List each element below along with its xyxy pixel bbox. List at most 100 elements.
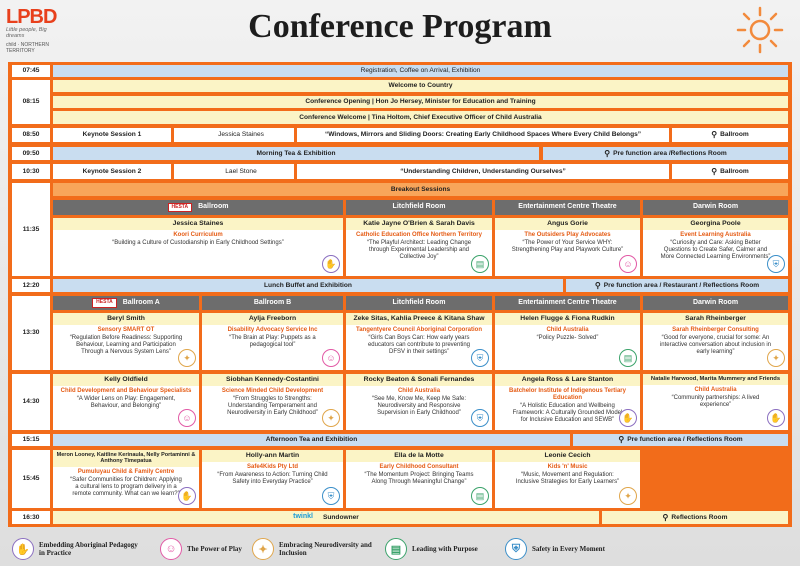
session-speaker: Ella de la Motte: [346, 450, 492, 463]
keynote-2-room: ⚲Ballroom: [672, 164, 788, 179]
legend-pedagogy: ✋ Embedding Aboriginal Pedagogy in Pract…: [12, 536, 142, 562]
safety-icon: ⛨: [767, 255, 785, 273]
session-org: Child Development and Behaviour Speciali…: [60, 388, 192, 395]
session-speaker: Helen Flugge & Fiona Rudkin: [495, 313, 640, 326]
neurodiversity-icon: ✦: [178, 349, 196, 367]
session-org: Catholic Education Office Northern Terri…: [356, 232, 482, 239]
lunch-row: Lunch Buffet and Exhibition: [53, 279, 563, 292]
time-0815: 08:15: [12, 80, 50, 124]
leadership-icon: ▤: [619, 349, 637, 367]
play-icon: ☺: [619, 255, 637, 273]
session-org: Child Australia: [397, 388, 441, 395]
hesta-sponsor-logo: HESTA: [92, 298, 117, 308]
session-org: Pumuluyau Child & Family Centre: [77, 468, 175, 475]
leadership-icon: ▤: [385, 538, 407, 560]
session-org: Disability Advocacy Service Inc: [227, 327, 318, 334]
session-desc: “Regulation Before Readiness: Supporting…: [69, 335, 183, 356]
leadership-icon: ▤: [471, 255, 489, 273]
time-1220: 12:20: [12, 279, 50, 292]
session-speaker: Jessica Staines: [53, 218, 343, 231]
pedagogy-icon: ✋: [767, 409, 785, 427]
neurodiversity-icon: ✦: [619, 487, 637, 505]
session-1430-ballroom-b: Siobhan Kennedy-Costantini Science Minde…: [202, 374, 343, 430]
morning-tea-location: ⚲Pre function area /Reflections Room: [543, 147, 788, 160]
location-pin-icon: ⚲: [711, 166, 718, 176]
session-speaker: Holly-ann Martin: [202, 450, 343, 463]
session-speaker: Zeke Sitas, Kahlia Preece & Kitana Shaw: [346, 313, 492, 326]
keynote-2-room-label: Ballroom: [720, 167, 749, 175]
session-1430-ect: Angela Ross & Lare Stanton Batchelor Ins…: [495, 374, 640, 430]
session-desc: “The Power of Your Service WHY: Strength…: [511, 240, 624, 254]
pedagogy-icon: ✋: [178, 487, 196, 505]
session-desc: “Good for everyone, crucial for some: An…: [659, 335, 772, 356]
keynote-2-speaker: Lael Stone: [174, 164, 294, 179]
sundowner-room-label: Reflections Room: [671, 513, 728, 521]
session-1430-ballroom-a: Kelly Oldfield Child Development and Beh…: [53, 374, 199, 430]
session-desc: “See Me, Know Me, Keep Me Safe: Neurodiv…: [371, 396, 467, 417]
session-speaker: Sarah Rheinberger: [643, 313, 788, 326]
session-speaker: Angus Gorie: [495, 218, 640, 231]
session-desc: “A Holistic Education and Wellbeing Fram…: [512, 403, 623, 424]
lpbd-logo: LPBD Little people, Big dreams child · N…: [6, 6, 66, 56]
lunch-location: ⚲Pre function area / Restaurant / Reflec…: [566, 279, 788, 292]
afternoon-tea-room-label: Pre function area / Reflections Room: [627, 436, 743, 444]
time-1030: 10:30: [12, 164, 50, 179]
session-1135-ect: Angus Gorie The Outsiders Play Advocates…: [495, 218, 640, 276]
safety-icon: ⛨: [505, 538, 527, 560]
keynote-1-label: Keynote Session 1: [53, 128, 171, 142]
pedagogy-icon: ✋: [322, 255, 340, 273]
session-1545-ballroom-a: Meron Looney, Kaitline Kerinaula, Nelly …: [53, 450, 199, 508]
sundowner-location: ⚲Reflections Room: [602, 511, 788, 524]
session-desc: “Community partnerships: A lived experie…: [671, 394, 760, 408]
room-litchfield-2: Litchfield Room: [346, 296, 492, 310]
time-1545: 15:45: [12, 450, 50, 508]
time-0950: 09:50: [12, 147, 50, 160]
room-ballroom-a: HESTA Ballroom A: [53, 296, 199, 310]
session-1330-litchfield: Zeke Sitas, Kahlia Preece & Kitana Shaw …: [346, 313, 492, 370]
room-ballroom-b: Ballroom B: [202, 296, 343, 310]
play-icon: ☺: [178, 409, 196, 427]
session-speaker: Leonie Cecich: [495, 450, 640, 463]
location-pin-icon: ⚲: [662, 512, 669, 522]
session-org: Child Australia: [546, 327, 589, 334]
legend-label: Embedding Aboriginal Pedagogy in Practic…: [39, 541, 138, 557]
room-ballroom-a-label: Ballroom A: [122, 298, 160, 306]
legend-leadership: ▤ Leading with Purpose: [385, 536, 505, 562]
time-1515: 15:15: [12, 434, 50, 446]
time-1630: 16:30: [12, 511, 50, 524]
sundowner-label: Sundowner: [322, 513, 359, 521]
time-0745: 07:45: [12, 65, 50, 77]
session-1330-ballroom-b: Aylja Freeborn Disability Advocacy Servi…: [202, 313, 343, 370]
neurodiversity-icon: ✦: [252, 538, 274, 560]
keynote-1-room-label: Ballroom: [720, 131, 749, 139]
safety-icon: ⛨: [471, 349, 489, 367]
breakout-header: Breakout Sessions: [53, 183, 788, 196]
session-org: Event Learning Australia: [680, 232, 751, 239]
session-org: Safe4Kids Pty Ltd: [246, 464, 298, 471]
afternoon-tea-location: ⚲Pre function area / Reflections Room: [573, 434, 788, 446]
session-speaker: Aylja Freeborn: [202, 313, 343, 326]
pedagogy-icon: ✋: [12, 538, 34, 560]
session-desc: “The Brain at Play: Puppets as a pedagog…: [229, 335, 316, 349]
keynote-1-room: ⚲Ballroom: [672, 128, 788, 142]
session-org: Sarah Rheinberger Consulting: [672, 327, 759, 334]
play-icon: ☺: [322, 349, 340, 367]
session-desc: “Safer Communities for Children: Applyin…: [70, 477, 182, 498]
legend-safety: ⛨ Safety in Every Moment: [505, 536, 635, 562]
legend-label: The Power of Play: [187, 545, 242, 553]
time-0850: 08:50: [12, 128, 50, 142]
location-pin-icon: ⚲: [594, 280, 601, 290]
session-1330-ect: Helen Flugge & Fiona Rudkin Child Austra…: [495, 313, 640, 370]
session-speaker: Natalie Harwood, Marita Mummery and Frie…: [643, 374, 788, 385]
room-ballroom-label: Ballroom: [198, 203, 229, 211]
session-speaker: Beryl Smith: [53, 313, 199, 326]
legend-play: ☺ The Power of Play: [160, 536, 270, 562]
session-org: Batchelor Institute of Indigenous Tertia…: [509, 388, 626, 402]
keynote-2-title: “Understanding Children, Understanding O…: [297, 164, 669, 179]
morning-tea-room-label: Pre function area /Reflections Room: [613, 149, 727, 157]
session-1430-darwin: Natalie Harwood, Marita Mummery and Frie…: [643, 374, 788, 430]
leadership-icon: ▤: [471, 487, 489, 505]
session-speaker: Meron Looney, Kaitline Kerinaula, Nelly …: [53, 450, 199, 467]
session-1545-ect: Leonie Cecich Kids 'n' Music “Music, Mov…: [495, 450, 640, 508]
